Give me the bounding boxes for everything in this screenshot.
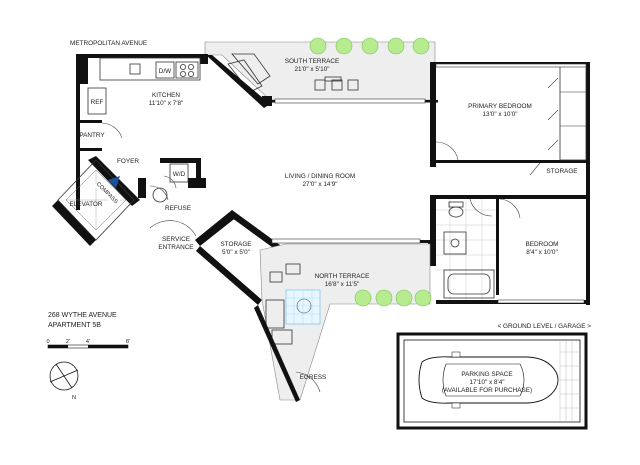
north-arrow: N bbox=[49, 361, 79, 401]
garage-level-label: < GROUND LEVEL / GARAGE > bbox=[497, 323, 591, 330]
refuse-label: REFUSE bbox=[165, 205, 191, 212]
parking-space-name: PARKING SPACE bbox=[461, 371, 512, 378]
storage-small: STORAGE 5'0" x 5'0" bbox=[220, 241, 251, 256]
storage-closet: STORAGE bbox=[529, 162, 578, 176]
south-terrace-plants bbox=[309, 37, 430, 55]
storage-small-name: STORAGE bbox=[220, 241, 251, 248]
scale-tick-0: 0 bbox=[46, 339, 49, 345]
refuse-room: REFUSE bbox=[149, 185, 191, 212]
service-entrance-line2: ENTRANCE bbox=[158, 244, 193, 251]
living-dining: LIVING / DINING ROOM 27'0" x 14'9" bbox=[285, 173, 355, 188]
egress-label: EGRESS bbox=[300, 374, 327, 381]
north-terrace-pool bbox=[285, 289, 321, 325]
scale-tick-4: 4' bbox=[86, 339, 90, 345]
pantry-label: PANTRY bbox=[79, 132, 105, 139]
dw-label: D/W bbox=[159, 68, 172, 75]
primary-bedroom-dims: 13'0" x 10'0" bbox=[482, 111, 517, 118]
kitchen-name: KITCHEN bbox=[152, 92, 180, 99]
wd-label: W/D bbox=[173, 171, 186, 178]
foyer-label: FOYER bbox=[117, 158, 139, 165]
living-name: LIVING / DINING ROOM bbox=[285, 173, 355, 180]
ref-label: REF bbox=[91, 99, 104, 106]
car-icon bbox=[418, 351, 559, 409]
scale-tick-8: 8' bbox=[126, 339, 130, 345]
bedroom-dims: 8'4" x 10'0" bbox=[526, 249, 558, 256]
south-terrace-dims: 21'0" x 5'10" bbox=[294, 66, 329, 73]
street-label: METROPOLITAN AVENUE bbox=[70, 40, 147, 47]
south-terrace: SOUTH TERRACE 21'0" x 5'10" bbox=[204, 37, 436, 101]
elevator: ELEVATOR bbox=[57, 159, 135, 241]
storage-small-dims: 5'0" x 5'0" bbox=[222, 249, 250, 256]
windows bbox=[271, 63, 587, 304]
north-terrace-dims: 16'8" x 11'5" bbox=[325, 281, 360, 288]
laundry: W/D bbox=[163, 163, 189, 189]
storage-closet-label: STORAGE bbox=[546, 168, 577, 175]
parking-space-note: (AVAILABLE FOR PURCHASE) bbox=[442, 387, 532, 394]
scale-tick-2: 2' bbox=[66, 339, 70, 345]
bathroom bbox=[436, 198, 496, 300]
address-line2: APARTMENT 5B bbox=[48, 322, 101, 329]
north-terrace: NORTH TERRACE 16'8" x 11'5" EGRESS bbox=[254, 243, 432, 402]
living-dims: 27'0" x 14'9" bbox=[302, 181, 337, 188]
service-entrance: SERVICE ENTRANCE bbox=[149, 220, 197, 251]
garage-stripes bbox=[559, 340, 580, 422]
north-terrace-plants bbox=[354, 289, 432, 307]
primary-bedroom-name: PRIMARY BEDROOM bbox=[468, 103, 532, 110]
kitchen: D/W KITCHEN 11'10" x 7'8" REF bbox=[87, 57, 201, 115]
primary-bedroom: PRIMARY BEDROOM 13'0" x 10'0" bbox=[435, 65, 587, 161]
scale-bar: 0 2' 4' 8' bbox=[46, 339, 130, 349]
elevator-label: ELEVATOR bbox=[69, 201, 102, 208]
garage: < GROUND LEVEL / GARAGE > PARKING SPACE … bbox=[396, 323, 591, 430]
address-line1: 268 WYTHE AVENUE bbox=[48, 312, 117, 319]
service-entrance-line1: SERVICE bbox=[162, 236, 190, 243]
kitchen-dims: 11'10" x 7'8" bbox=[149, 100, 184, 107]
pantry: PANTRY bbox=[79, 122, 123, 139]
north-label: N bbox=[72, 395, 76, 401]
north-terrace-name: NORTH TERRACE bbox=[315, 273, 370, 280]
south-terrace-name: SOUTH TERRACE bbox=[285, 58, 340, 65]
bedroom: BEDROOM 8'4" x 10'0" bbox=[499, 198, 559, 256]
bedroom-name: BEDROOM bbox=[525, 241, 558, 248]
parking-space-dims: 17'10" x 8'4" bbox=[469, 379, 504, 386]
